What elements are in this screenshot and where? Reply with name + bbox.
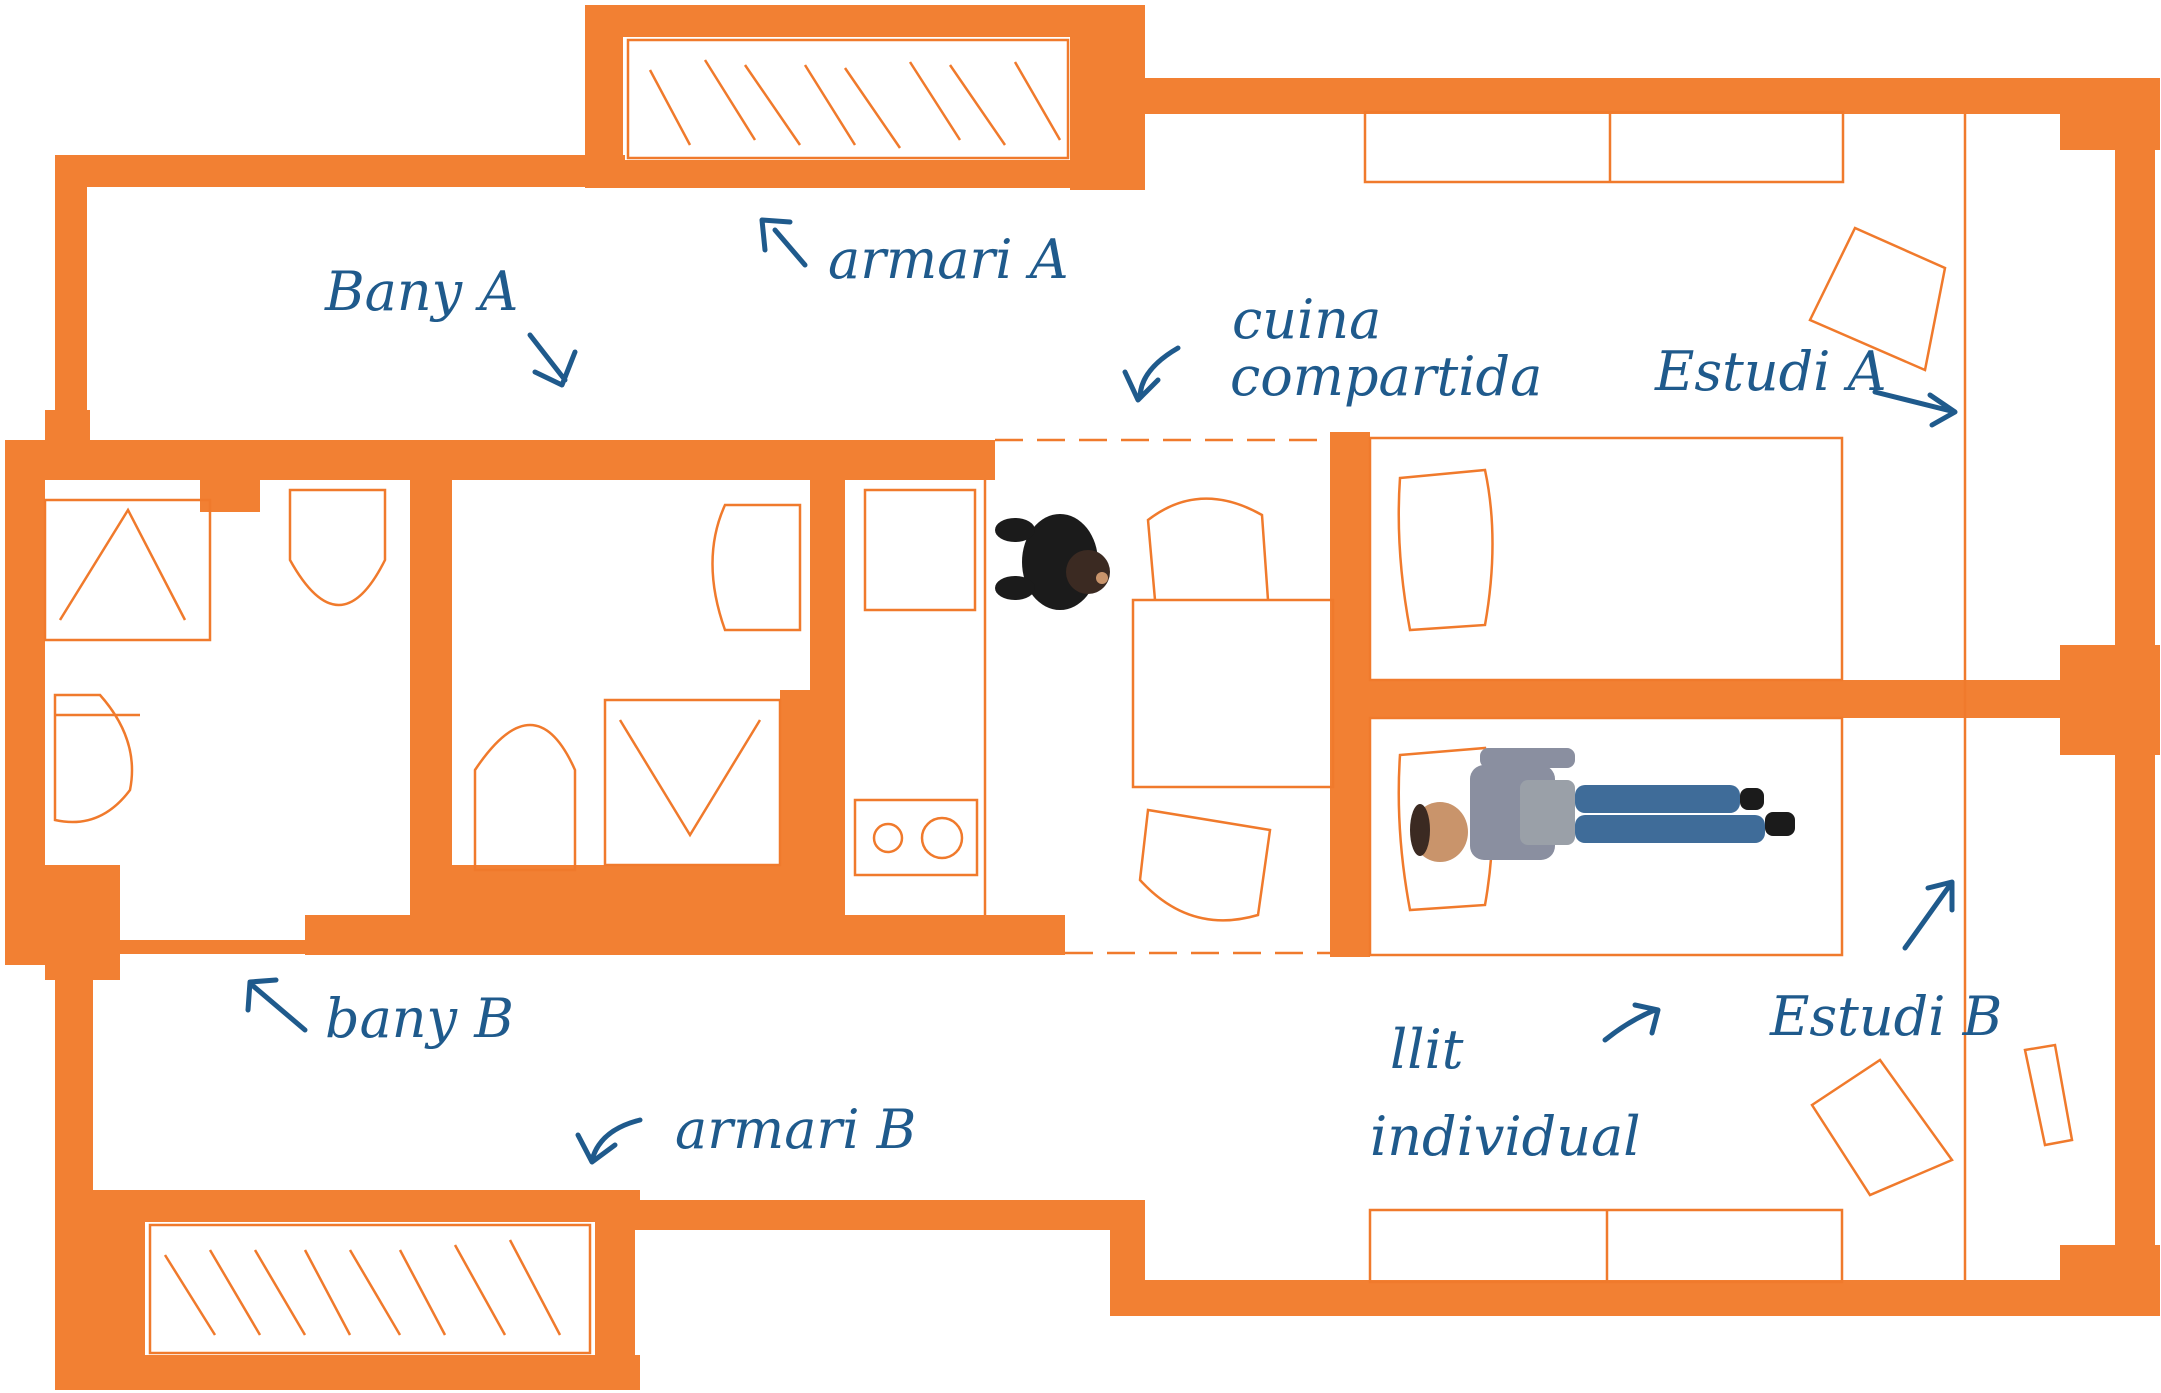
person-standing: [995, 514, 1110, 610]
label-armari-b: armari B: [675, 1098, 916, 1161]
label-llit-2: individual: [1370, 1105, 1640, 1168]
label-bany-a: Bany A: [324, 260, 518, 323]
label-armari-a: armari A: [828, 228, 1069, 291]
arrow-llit: [1602, 1002, 1661, 1043]
arrow-bany-a: [527, 332, 578, 388]
wardrobe-a: [626, 38, 1070, 160]
arrow-cuina: [1122, 345, 1181, 403]
bathroom-a-fixtures: [43, 488, 387, 824]
label-cuina-2: compartida: [1230, 345, 1542, 408]
label-estudi-b: Estudi B: [1769, 985, 2002, 1048]
kitchen-chair-bottom: [1138, 808, 1272, 922]
partition-lines: [853, 110, 1967, 1284]
annotations: armari A Bany A cuina compartida Estudi …: [245, 217, 2002, 1168]
study-chair-a: [1808, 226, 1947, 372]
arrow-estudi-a: [1872, 389, 1958, 428]
lamp: [2023, 1043, 2074, 1147]
label-llit-1: llit: [1390, 1018, 1464, 1081]
label-bany-b: bany B: [325, 987, 514, 1050]
arrow-estudi-b: [1902, 879, 1955, 951]
study-chair-b: [1810, 1058, 1954, 1197]
label-cuina-1: cuina: [1232, 288, 1381, 351]
interior-walls: [5, 432, 2130, 957]
outer-walls: [5, 5, 2160, 1390]
pillow-a: [1397, 468, 1494, 632]
arrow-armari-b: [575, 1117, 643, 1165]
kitchen-chair-top: [1146, 497, 1270, 601]
chairs: [1138, 226, 2074, 1197]
arrow-bany-b: [245, 977, 308, 1033]
bathroom-b-fixtures: [473, 503, 802, 872]
wardrobe-b: [148, 1223, 592, 1355]
arrow-armari-a: [759, 217, 808, 268]
label-estudi-a: Estudi A: [1654, 340, 1887, 403]
person-lying: [1410, 748, 1795, 862]
